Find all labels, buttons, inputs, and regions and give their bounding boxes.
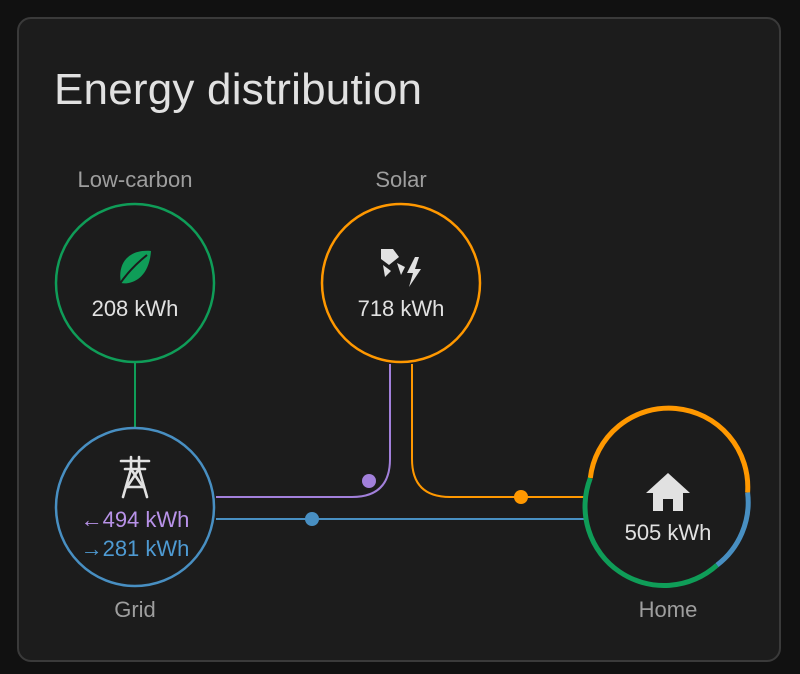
grid-from-grid-value: →281 kWh	[81, 536, 190, 561]
leaf-icon	[118, 250, 151, 286]
home-label: Home	[639, 597, 698, 622]
solar-to-grid-flow	[216, 364, 391, 498]
solar-label: Solar	[375, 167, 426, 192]
home-icon	[646, 473, 690, 511]
solar-circle[interactable]	[320, 202, 482, 364]
solar-value: 718 kWh	[358, 296, 445, 321]
solar-to-grid-dot	[362, 474, 376, 488]
grid-to-grid-value: ←494 kWh	[81, 507, 190, 532]
energy-flow-diagram: Low-carbon 208 kWh Solar 718 kWh ←494 kW…	[54, 167, 751, 622]
solar-power-icon	[381, 249, 421, 287]
home-circle[interactable]	[582, 405, 751, 588]
low-carbon-circle[interactable]	[54, 202, 216, 364]
energy-distribution-card: Energy distribution Low-carbon 208 kWh S…	[17, 17, 781, 662]
low-carbon-value: 208 kWh	[92, 296, 179, 321]
grid-to-home-dot	[305, 512, 319, 526]
solar-to-home-flow	[411, 364, 587, 498]
transmission-tower-icon	[119, 455, 151, 499]
grid-label: Grid	[114, 597, 156, 622]
card-title: Energy distribution	[54, 65, 423, 114]
grid-circle[interactable]	[54, 426, 216, 588]
solar-to-home-dot	[514, 490, 528, 504]
low-carbon-label: Low-carbon	[78, 167, 193, 192]
home-value: 505 kWh	[625, 520, 712, 545]
